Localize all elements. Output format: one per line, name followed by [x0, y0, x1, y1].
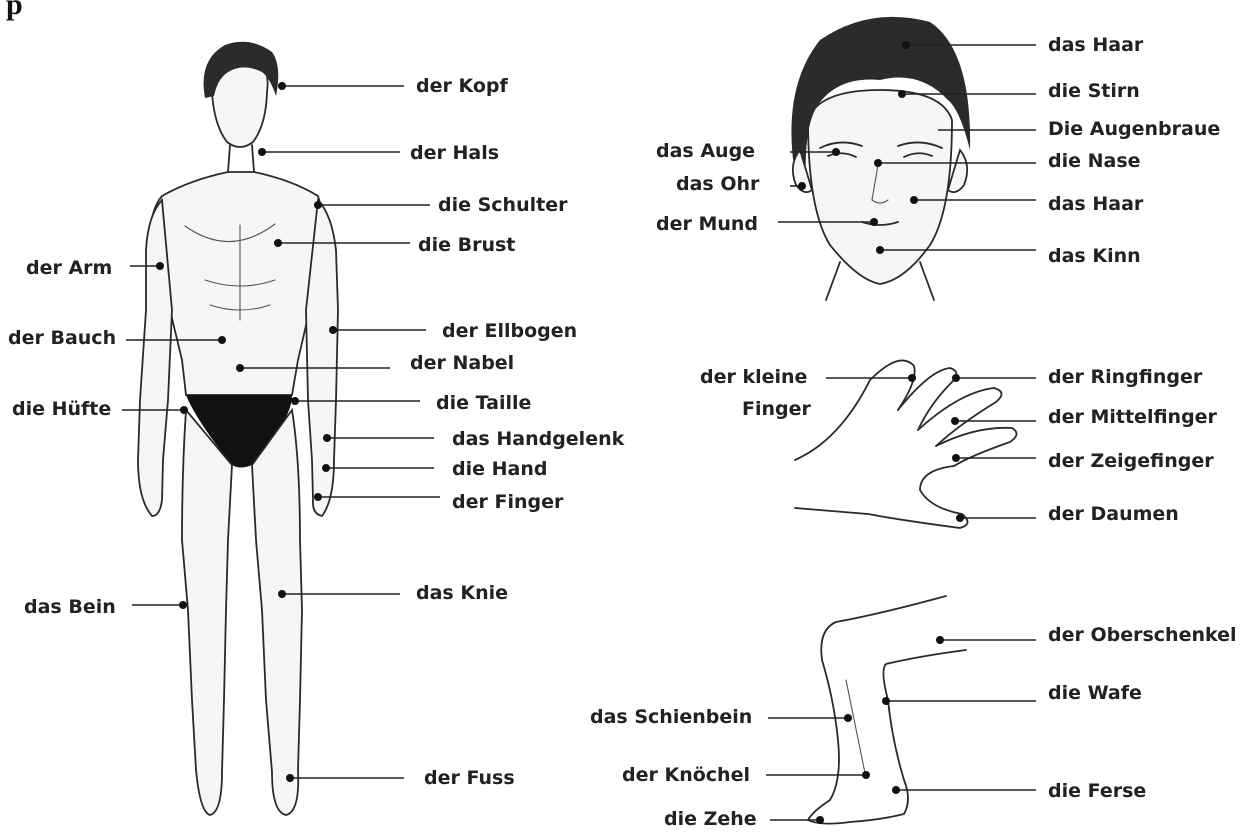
label-haar-top: das Haar [1048, 34, 1143, 56]
label-knie: das Knie [416, 582, 508, 604]
label-hals: der Hals [410, 142, 499, 164]
corner-text-fragment: p [6, 0, 23, 22]
label-knoechel: der Knöchel [622, 764, 750, 786]
label-brust: die Brust [418, 234, 515, 256]
label-oberschenkel: der Oberschenkel [1048, 624, 1237, 646]
label-haar-cheek: das Haar [1048, 193, 1143, 215]
label-zehe: die Zehe [664, 808, 757, 830]
label-schienbein: das Schienbein [590, 706, 752, 728]
label-bauch: der Bauch [8, 327, 116, 349]
body-figure [138, 42, 338, 815]
label-ferse: die Ferse [1048, 780, 1146, 802]
label-taille: die Taille [436, 392, 531, 414]
label-auge: das Auge [656, 140, 755, 162]
label-ringfinger: der Ringfinger [1048, 366, 1202, 388]
label-handgelenk: das Handgelenk [452, 428, 624, 450]
label-daumen: der Daumen [1048, 503, 1179, 525]
hand-leaders [826, 374, 1036, 522]
label-mund: der Mund [656, 213, 758, 235]
label-wafe: die Wafe [1048, 682, 1142, 704]
label-ohr: das Ohr [676, 173, 759, 195]
hand-drawing [795, 360, 1017, 528]
label-finger: der Finger [452, 491, 563, 513]
label-zeigefinger: der Zeigefinger [1048, 450, 1214, 472]
label-augenbraue: Die Augenbraue [1048, 118, 1220, 140]
label-kinn: das Kinn [1048, 245, 1141, 267]
label-schulter: die Schulter [438, 194, 567, 216]
label-fuss: der Fuss [424, 767, 515, 789]
label-nase: die Nase [1048, 150, 1141, 172]
label-bein: das Bein [24, 596, 116, 618]
label-hand: die Hand [452, 458, 547, 480]
label-huefte: die Hüfte [12, 398, 111, 420]
label-nabel: der Nabel [410, 352, 514, 374]
label-ellbogen: der Ellbogen [442, 320, 577, 342]
label-kleine-finger-line1: der kleine [700, 366, 807, 388]
label-arm: der Arm [26, 257, 112, 279]
label-kleine-finger-line2: Finger [742, 398, 811, 420]
leg-leaders [766, 636, 1036, 824]
label-mittelfinger: der Mittelfinger [1048, 406, 1217, 428]
label-stirn: die Stirn [1048, 80, 1140, 102]
face-drawing [791, 17, 970, 300]
label-kopf: der Kopf [416, 75, 508, 97]
